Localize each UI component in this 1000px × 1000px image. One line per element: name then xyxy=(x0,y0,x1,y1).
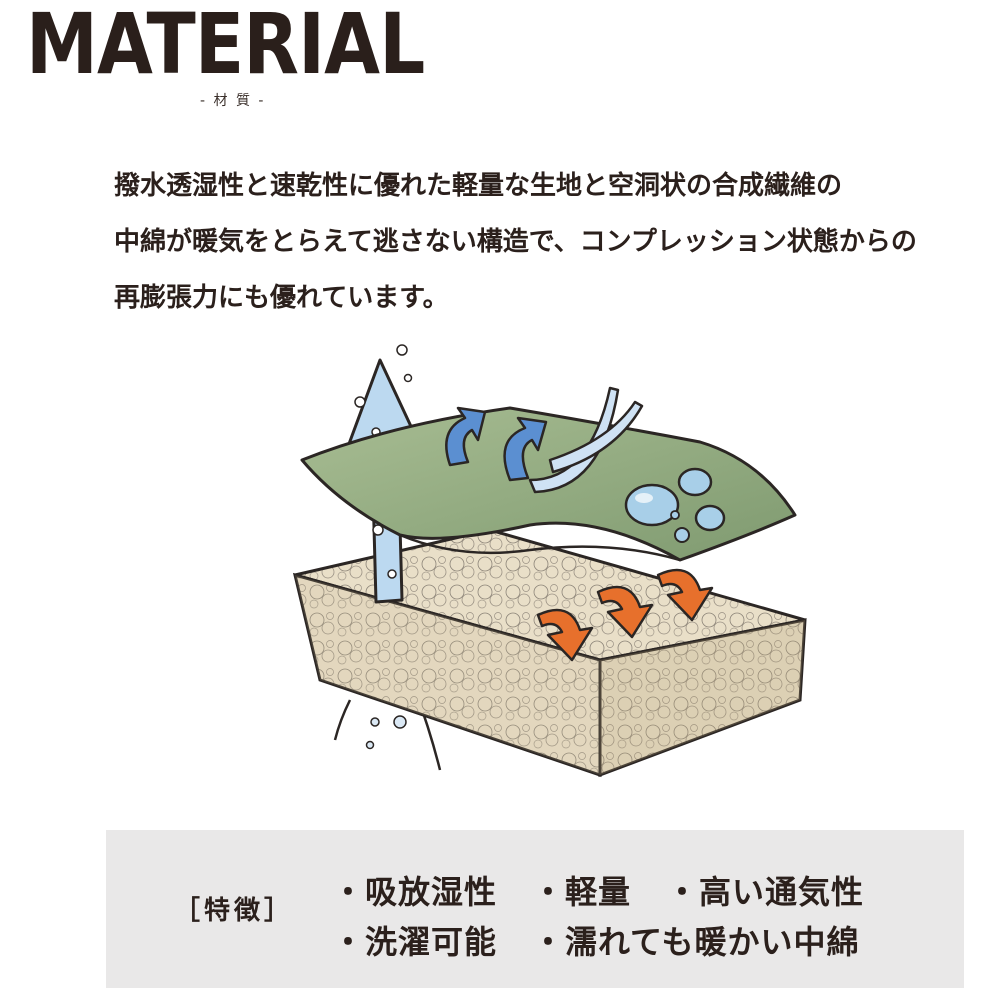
feature-item: ・吸放湿性 xyxy=(332,873,498,911)
material-structure-illustration xyxy=(280,330,820,800)
features-label: ［特徴］ xyxy=(174,896,295,926)
feature-item: ・濡れても暖かい中綿 xyxy=(532,923,860,961)
description-line: 中綿が暖気をとらえて逃さない構造で、コンプレッション状態からの xyxy=(114,227,917,257)
warmth-down-arrows-icon xyxy=(536,568,714,662)
feature-item: ・高い通気性 xyxy=(666,873,865,911)
material-description: 撥水透湿性と速乾性に優れた軽量な生地と空洞状の合成繊維の 中綿が暖気をとらえて逃… xyxy=(114,158,984,326)
features-panel: ［特徴］ ・吸放湿性 ・軽量 ・高い通気性 ・洗濯可能 ・濡れても暖かい中綿 xyxy=(106,830,964,988)
feature-item: ・洗濯可能 xyxy=(332,923,498,961)
description-line: 撥水透湿性と速乾性に優れた軽量な生地と空洞状の合成繊維の xyxy=(114,171,843,201)
vapor-curved-arrows-icon xyxy=(445,386,644,494)
feature-item: ・軽量 xyxy=(532,873,632,911)
insulation-fill-block-icon xyxy=(292,528,807,778)
description-line: 再膨張力にも優れています。 xyxy=(114,283,449,313)
water-droplets-icon xyxy=(624,467,726,543)
page-title: MATERIAL xyxy=(26,0,425,93)
page-subtitle: - 材 質 - xyxy=(200,93,266,109)
